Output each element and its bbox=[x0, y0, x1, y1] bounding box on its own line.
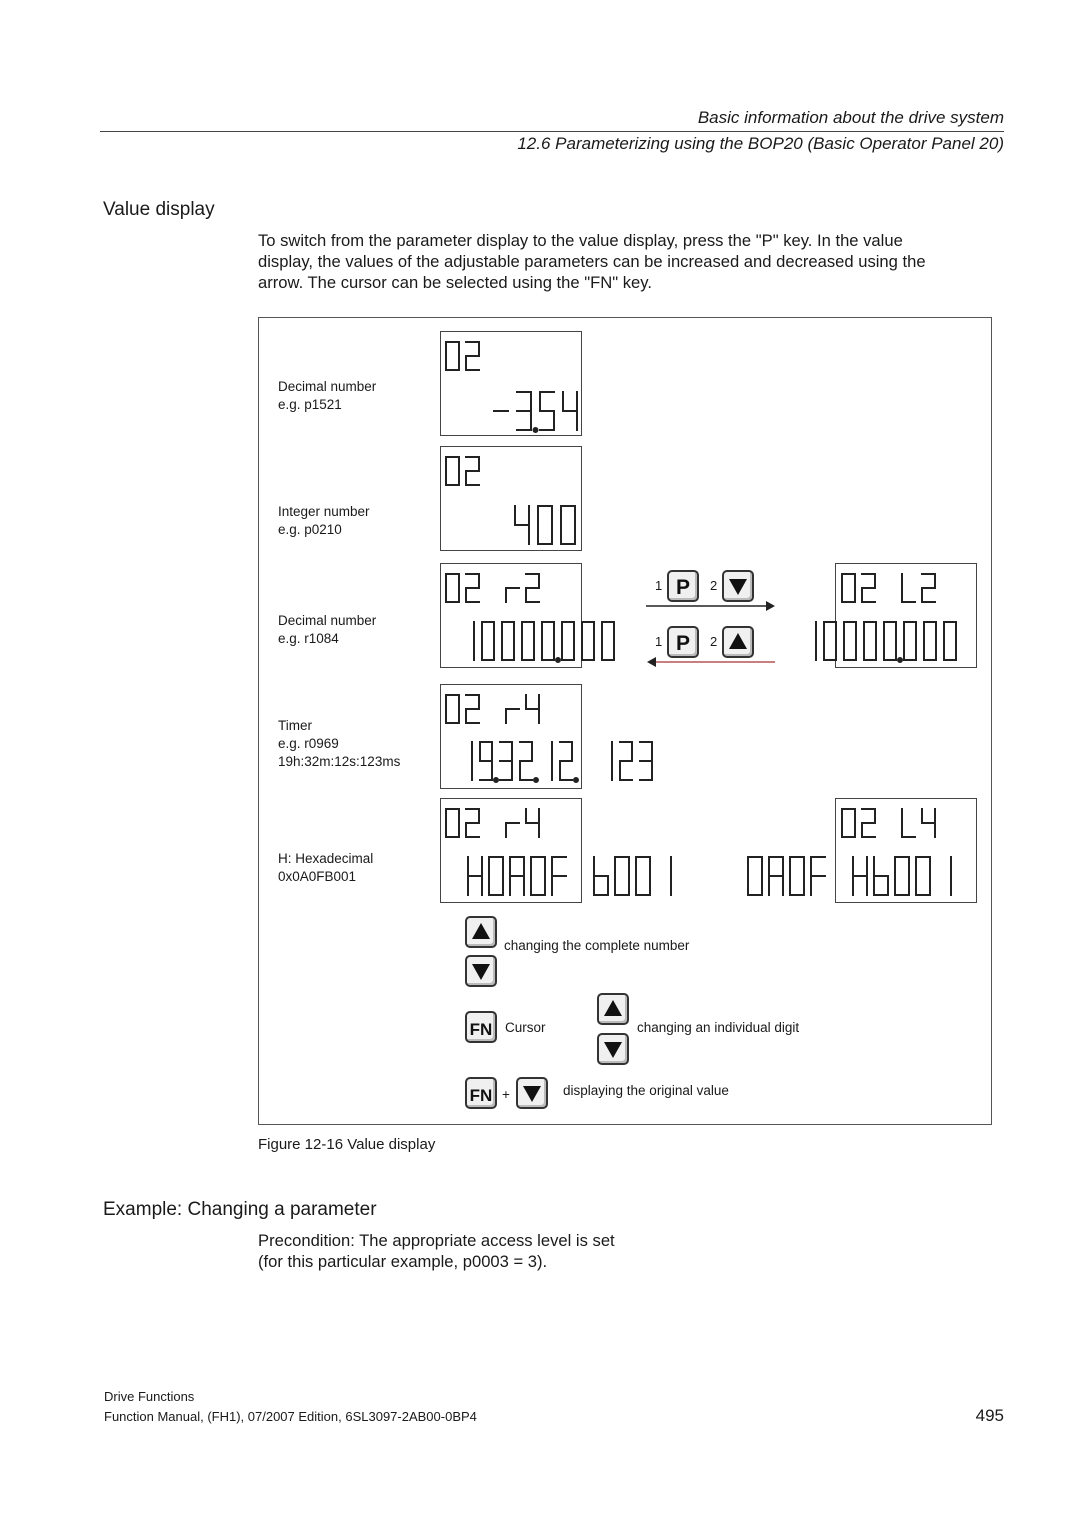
footer-title: Drive Functions bbox=[104, 1389, 195, 1404]
step-number: 1 bbox=[655, 634, 663, 649]
label-line: Decimal number bbox=[278, 379, 377, 394]
label-line: H: Hexadecimal bbox=[278, 851, 374, 866]
up-arrow-key[interactable] bbox=[465, 916, 497, 948]
down-arrow-icon bbox=[604, 1042, 622, 1058]
segment-readout-top bbox=[445, 573, 540, 603]
display-panel-hex-shifted bbox=[835, 798, 977, 903]
segment-readout-value bbox=[473, 621, 615, 663]
down-arrow-key[interactable] bbox=[465, 955, 497, 987]
segment-readout-value bbox=[514, 505, 576, 545]
row-label-integer: Integer number e.g. p0210 bbox=[278, 503, 370, 539]
label-line: e.g. p1521 bbox=[278, 397, 342, 412]
fn-key-label: FN bbox=[470, 1086, 493, 1105]
footer-manual: Function Manual, (FH1), 07/2007 Edition,… bbox=[104, 1409, 477, 1424]
label-line: e.g. r0969 bbox=[278, 736, 339, 751]
fn-key-label: FN bbox=[470, 1020, 493, 1039]
legend-individual-digit: changing an individual digit bbox=[637, 1020, 800, 1035]
label-line: Integer number bbox=[278, 504, 370, 519]
running-header-section: 12.6 Parameterizing using the BOP20 (Bas… bbox=[517, 134, 1004, 153]
running-header-chapter: Basic information about the drive system bbox=[697, 108, 1004, 127]
legend-complete-number: changing the complete number bbox=[504, 938, 690, 953]
label-line: 19h:32m:12s:123ms bbox=[278, 754, 401, 769]
up-arrow-icon bbox=[729, 633, 747, 649]
plus-sign: + bbox=[502, 1087, 510, 1102]
down-arrow-icon bbox=[472, 964, 490, 980]
legend-original-value: displaying the original value bbox=[563, 1083, 729, 1098]
step-number: 1 bbox=[655, 578, 663, 593]
segment-readout-top bbox=[841, 573, 936, 603]
figure-caption: Figure 12-16 Value display bbox=[258, 1136, 436, 1153]
segment-readout-top bbox=[841, 808, 936, 838]
legend-cursor: Cursor bbox=[505, 1020, 546, 1035]
row-label-hexadecimal: H: Hexadecimal 0x0A0FB001 bbox=[278, 850, 373, 886]
down-arrow-key[interactable] bbox=[722, 570, 754, 602]
segment-readout-value bbox=[467, 856, 672, 896]
step-number: 2 bbox=[710, 578, 718, 593]
label-line: e.g. r1084 bbox=[278, 631, 339, 646]
intro-paragraph: To switch from the parameter display to … bbox=[258, 230, 926, 293]
up-arrow-key[interactable] bbox=[722, 626, 754, 658]
label-line: Decimal number bbox=[278, 613, 377, 628]
up-arrow-key[interactable] bbox=[597, 993, 629, 1025]
section-title-value-display: Value display bbox=[103, 199, 215, 220]
p-key-label: P bbox=[676, 632, 690, 655]
segment-readout-top bbox=[445, 694, 540, 724]
segment-readout-top bbox=[445, 341, 480, 371]
display-panel-integer bbox=[440, 446, 582, 551]
row-label-decimal: Decimal number e.g. p1521 bbox=[278, 378, 376, 414]
display-panel-r1084-shifted bbox=[835, 563, 977, 668]
display-panel-r1084 bbox=[440, 563, 582, 668]
label-line: 0x0A0FB001 bbox=[278, 869, 357, 884]
p-key[interactable]: P bbox=[667, 626, 699, 658]
row-label-decimal-r1084: Decimal number e.g. r1084 bbox=[278, 612, 376, 648]
down-arrow-icon bbox=[523, 1086, 541, 1102]
down-arrow-icon bbox=[729, 579, 747, 595]
paragraph-line: (for this particular example, p0003 = 3)… bbox=[258, 1252, 548, 1271]
p-key-label: P bbox=[676, 576, 690, 599]
segment-readout-value bbox=[815, 621, 957, 663]
p-key[interactable]: P bbox=[667, 570, 699, 602]
header-rule bbox=[100, 131, 1004, 132]
precondition-paragraph: Precondition: The appropriate access lev… bbox=[258, 1230, 615, 1272]
section-title-example: Example: Changing a parameter bbox=[103, 1199, 377, 1220]
segment-readout-value bbox=[493, 391, 578, 433]
down-arrow-key[interactable] bbox=[597, 1033, 629, 1065]
segment-readout-top bbox=[445, 456, 480, 486]
figure-value-display bbox=[258, 317, 992, 1125]
up-arrow-icon bbox=[604, 1000, 622, 1016]
fn-key[interactable]: FN bbox=[465, 1011, 497, 1043]
paragraph-line: To switch from the parameter display to … bbox=[258, 231, 903, 250]
fn-key[interactable]: FN bbox=[465, 1077, 497, 1109]
step-number: 2 bbox=[710, 634, 718, 649]
row-label-timer: Timer e.g. r0969 19h:32m:12s:123ms bbox=[278, 717, 400, 771]
label-line: Timer bbox=[278, 718, 312, 733]
down-arrow-key[interactable] bbox=[516, 1077, 548, 1109]
segment-readout-value bbox=[747, 856, 952, 896]
display-panel-decimal bbox=[440, 331, 582, 436]
page-number: 495 bbox=[975, 1406, 1004, 1425]
paragraph-line: display, the values of the adjustable pa… bbox=[258, 252, 926, 271]
label-line: e.g. p0210 bbox=[278, 522, 342, 537]
segment-readout-top bbox=[445, 808, 540, 838]
up-arrow-icon bbox=[472, 923, 490, 939]
paragraph-line: arrow. The cursor can be selected using … bbox=[258, 273, 652, 292]
paragraph-line: Precondition: The appropriate access lev… bbox=[258, 1231, 615, 1250]
segment-readout-value bbox=[471, 741, 653, 783]
